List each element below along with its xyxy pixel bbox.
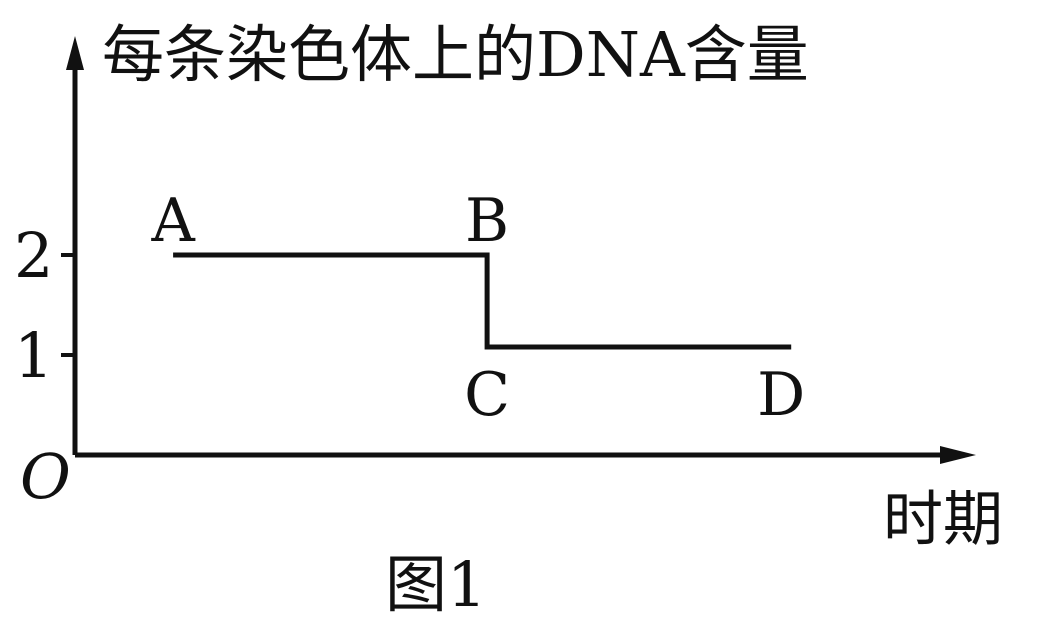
y-axis-arrow [66, 36, 84, 70]
point-label-C: C [464, 360, 510, 430]
x-axis-arrow [940, 446, 976, 464]
point-label-B: B [465, 186, 509, 256]
y-tick-label-2: 2 [14, 219, 53, 292]
origin-label: O [20, 440, 71, 513]
axes [66, 36, 976, 464]
series-line [173, 252, 792, 350]
x-axis-label: 时期 [883, 485, 1003, 555]
figure-caption: 图1 [385, 548, 486, 619]
y-tick-label-1: 1 [14, 319, 53, 392]
y-axis-label: 每条染色体上的DNA含量 [102, 18, 809, 91]
point-label-D: D [757, 360, 805, 430]
point-label-A: A [150, 186, 195, 256]
y-ticks: 21 [14, 219, 75, 392]
point-labels: A B C D [150, 186, 805, 430]
